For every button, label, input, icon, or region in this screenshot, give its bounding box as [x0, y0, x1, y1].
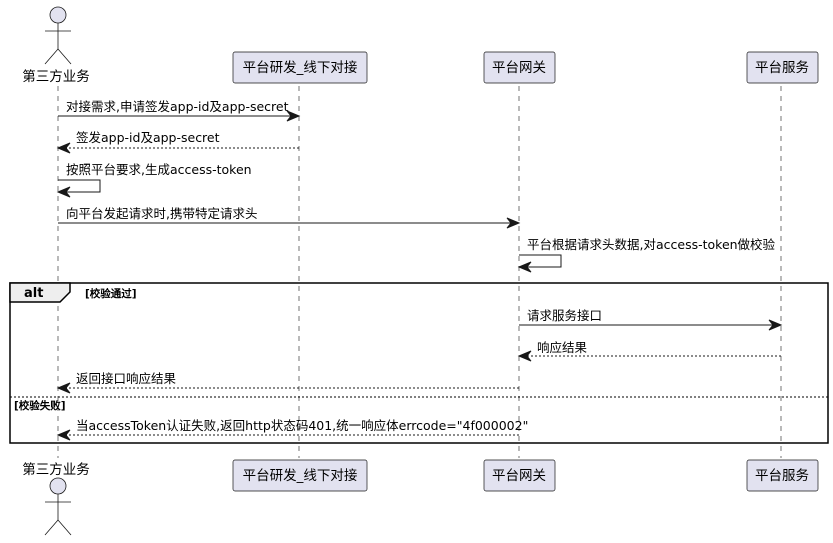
message-call-service: 请求服务接口: [519, 308, 783, 331]
message-service-response: 响应结果: [517, 340, 781, 362]
message-send-request: 向平台发起请求时,携带特定请求头: [58, 206, 521, 229]
alt-keyword: alt: [24, 286, 43, 301]
participant-label-third-party-top: 第三方业务: [22, 68, 90, 85]
arrowhead-icon: [56, 382, 71, 394]
participant-label-gateway-bottom: 平台网关: [492, 468, 546, 484]
participant-label-platform-dev-bottom: 平台研发_线下对接: [243, 467, 358, 484]
message-label: 签发app-id及app-secret: [76, 130, 220, 145]
arrowhead-icon: [286, 110, 301, 122]
message-label: 响应结果: [537, 340, 588, 355]
arrowhead-icon: [56, 142, 71, 154]
alt-guard-fail: [校验失败]: [14, 399, 66, 412]
alt-frame: [9, 282, 829, 444]
arrowhead-icon: [517, 261, 532, 273]
message-label: 请求服务接口: [527, 308, 602, 323]
participant-top-gateway: 平台网关: [483, 51, 556, 84]
arrowhead-icon: [506, 217, 521, 229]
arrowhead-icon: [56, 186, 71, 198]
participant-top-platform-dev: 平台研发_线下对接: [232, 51, 368, 84]
message-label: 按照平台要求,生成access-token: [66, 162, 252, 177]
alt-fragment: alt [校验通过] [校验失败]: [9, 282, 829, 444]
message-verify-token: 平台根据请求头数据,对access-token做校验: [517, 237, 776, 273]
arrowhead-icon: [768, 319, 783, 331]
participant-label-platform-dev-top: 平台研发_线下对接: [243, 59, 358, 76]
message-label: 当accessToken认证失败,返回http状态码401,统一响应体errco…: [76, 418, 528, 433]
actor-head-icon: [49, 477, 67, 495]
actor-top-third-party: 第三方业务: [22, 6, 90, 85]
actor-bottom-third-party: 第三方业务: [22, 461, 90, 536]
message-label: 向平台发起请求时,携带特定请求头: [66, 206, 257, 221]
message-label: 平台根据请求头数据,对access-token做校验: [527, 237, 776, 252]
message-generate-token: 按照平台要求,生成access-token: [56, 162, 252, 198]
message-label: 返回接口响应结果: [76, 371, 177, 386]
message-return-result: 返回接口响应结果: [56, 371, 519, 394]
alt-guard-success: [校验通过]: [85, 287, 137, 300]
actor-head-icon: [49, 6, 67, 24]
participant-bottom-platform-dev: 平台研发_线下对接: [232, 459, 368, 492]
alt-tab: [9, 282, 71, 303]
message-apply-credentials: 对接需求,申请签发app-id及app-secret: [58, 99, 301, 122]
participant-bottom-service: 平台服务: [746, 459, 819, 492]
message-label: 对接需求,申请签发app-id及app-secret: [66, 99, 289, 114]
message-auth-failure: 当accessToken认证失败,返回http状态码401,统一响应体errco…: [56, 418, 528, 441]
participant-label-service-bottom: 平台服务: [755, 468, 809, 484]
participant-label-gateway-top: 平台网关: [492, 60, 546, 76]
message-issue-credentials: 签发app-id及app-secret: [56, 130, 299, 154]
participant-bottom-gateway: 平台网关: [483, 459, 556, 492]
participant-top-service: 平台服务: [746, 51, 819, 84]
participant-label-service-top: 平台服务: [755, 60, 809, 76]
arrowhead-icon: [517, 350, 532, 362]
participant-label-third-party-bottom: 第三方业务: [22, 461, 90, 478]
arrowhead-icon: [56, 429, 71, 441]
